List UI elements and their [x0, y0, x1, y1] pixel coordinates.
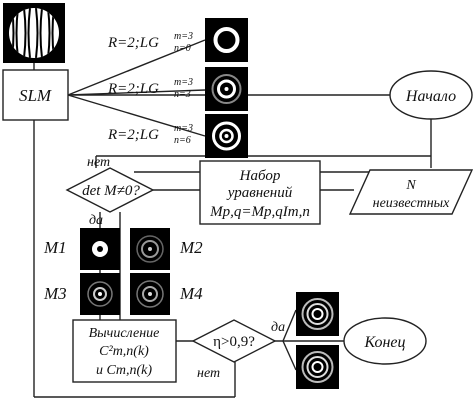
svg-text:n=6: n=6 [174, 135, 191, 146]
svg-text:и Cm,n(k): и Cm,n(k) [96, 363, 152, 378]
svg-text:n=0: n=0 [174, 43, 191, 54]
equations-node: Набор уравнений Mp,q=Mp,qIm,n [199, 160, 321, 225]
branch-yes-eta: да [271, 320, 285, 335]
svg-text:N: N [405, 178, 416, 193]
slm-node: SLM [2, 69, 69, 121]
matrix-images: M1 M2 M3 M4 [43, 228, 203, 315]
eta-condition-label: η>0,9? [213, 334, 255, 350]
svg-text:Вычисление: Вычисление [89, 326, 160, 341]
svg-text:C²m,n(k): C²m,n(k) [99, 344, 149, 359]
svg-text:уравнений: уравнений [226, 185, 293, 201]
result-intensity-image-0 [296, 292, 339, 336]
result-intensity-image-1 [296, 345, 339, 389]
svg-text:m=3: m=3 [174, 31, 193, 42]
svg-text:R=2;LG: R=2;LG [107, 35, 159, 51]
matrix-label-m3: M3 [43, 284, 67, 303]
svg-text:R=2;LG: R=2;LG [107, 81, 159, 97]
eta-condition-node: η>0,9? [191, 319, 277, 363]
beam-label-0: R=2;LG m=3 n=0 [107, 31, 193, 54]
end-label: Конец [363, 334, 405, 351]
svg-text:неизвестных: неизвестных [373, 196, 450, 211]
beam-intensity-image-2 [205, 114, 248, 158]
matrix-label-m2: M2 [179, 238, 203, 257]
branch-yes-det: да [89, 213, 103, 228]
beam-intensity-image-1 [205, 67, 248, 111]
end-node: Конец [343, 317, 427, 365]
matrix-label-m1: M1 [43, 238, 67, 257]
beam-label-2: R=2;LG m=3 n=6 [107, 123, 193, 146]
svg-text:m=3: m=3 [174, 123, 193, 134]
det-condition-node: det M≠0? [65, 167, 155, 213]
beam-intensity-image-0 [205, 18, 248, 62]
branch-no-bottom: нет [197, 366, 220, 381]
slm-label: SLM [19, 86, 52, 105]
svg-text:R=2;LG: R=2;LG [107, 127, 159, 143]
svg-text:n=3: n=3 [174, 89, 191, 100]
branch-no-top: нет [87, 155, 110, 170]
start-label: Начало [405, 88, 456, 105]
beam-label-1: R=2;LG m=3 n=3 [107, 77, 193, 100]
det-condition-label: det M≠0? [82, 183, 140, 199]
svg-text:m=3: m=3 [174, 77, 193, 88]
calculation-node: Вычисление C²m,n(k) и Cm,n(k) [72, 319, 177, 383]
svg-text:Набор: Набор [239, 168, 281, 184]
svg-text:Mp,q=Mp,qIm,n: Mp,q=Mp,qIm,n [209, 204, 310, 220]
start-node: Начало [389, 70, 473, 120]
slm-mask-image [3, 3, 65, 63]
unknowns-node: N неизвестных [348, 169, 474, 215]
matrix-label-m4: M4 [179, 284, 203, 303]
